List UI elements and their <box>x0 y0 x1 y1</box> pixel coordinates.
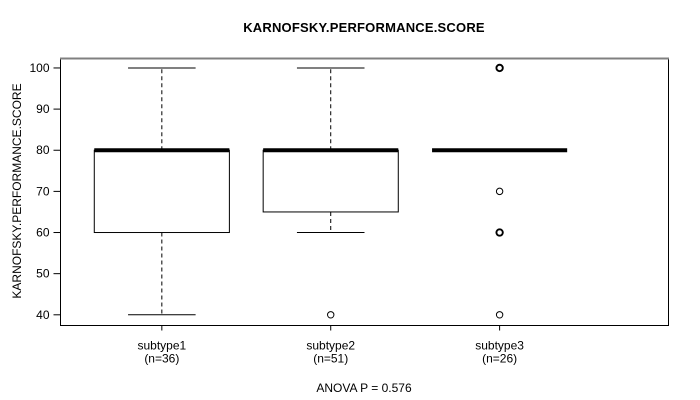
iqr-box <box>262 149 399 213</box>
chart-title: KARNOFSKY.PERFORMANCE.SCORE <box>243 20 485 35</box>
y-tick-label: 90 <box>36 102 50 116</box>
y-tick-label: 70 <box>36 184 50 198</box>
box-group-subtype1: subtype1(n=36) <box>93 67 230 366</box>
plot-frame <box>60 58 669 326</box>
x-tick-label: subtype1 <box>137 339 186 353</box>
y-tick-label: 40 <box>36 308 50 322</box>
outlier-point <box>327 311 335 319</box>
outlier-point <box>495 63 504 73</box>
outlier-point <box>495 228 504 237</box>
box-group-subtype2: subtype2(n=51) <box>262 67 399 366</box>
y-tick-label: 50 <box>36 267 50 281</box>
y-tick-label: 80 <box>36 143 50 157</box>
y-tick-label: 60 <box>36 226 50 240</box>
x-tick-sublabel: (n=51) <box>313 352 348 366</box>
outlier-point <box>495 187 504 196</box>
x-tick-sublabel: (n=26) <box>482 352 517 366</box>
y-axis: 40 50 60 70 80 90 100 <box>29 61 61 322</box>
x-tick-label: subtype2 <box>306 339 355 353</box>
x-tick-label: subtype3 <box>475 339 524 353</box>
outlier-point <box>495 311 504 319</box>
y-tick-label: 100 <box>29 61 49 75</box>
box-group-subtype3: subtype3(n=26) <box>432 63 568 366</box>
x-tick-sublabel: (n=36) <box>144 352 179 366</box>
anova-p-text: ANOVA P = 0.576 <box>316 381 412 395</box>
iqr-box <box>93 149 230 234</box>
